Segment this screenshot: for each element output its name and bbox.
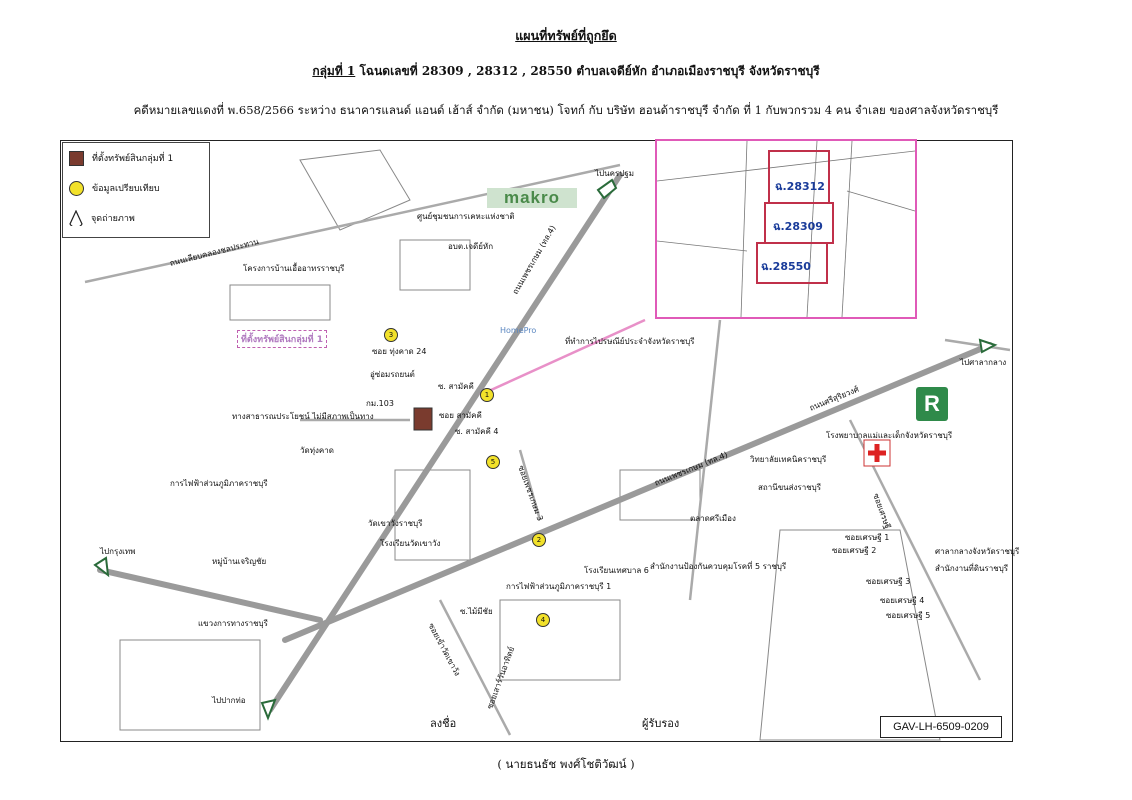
label-land-office: สำนักงานที่ดินราชบุรี — [935, 564, 1009, 573]
arrow-icon — [93, 556, 110, 578]
highway-4-road — [267, 172, 623, 713]
label-electricity-region: การไฟฟ้าส่วนภูมิภาคราชบุรี — [170, 479, 268, 488]
label-to-nakhon-pathom: ไปนครปฐม — [595, 169, 634, 178]
label-to-bangkok: ไปกรุงเทพ — [100, 547, 136, 556]
comparison-circle-icon — [69, 180, 84, 196]
route-line — [479, 318, 646, 397]
label-highway-office: แขวงการทางราชบุรี — [198, 619, 268, 628]
comparison-point-3: 3 — [384, 328, 398, 342]
label-market: ตลาดศรีเมือง — [690, 514, 736, 523]
canal-road — [84, 163, 621, 284]
label-hospital: โรงพยาบาลแม่และเด็กจังหวัดราชบุรี — [826, 431, 953, 440]
label-soi-sethi5: ซอยเศรษฐี 5 — [886, 611, 931, 620]
makro-logo: makro — [487, 188, 577, 208]
arrow-icon — [260, 698, 277, 721]
parcel-28312 — [768, 150, 830, 204]
label-soi-sethi3: ซอยเศรษฐี 3 — [866, 577, 911, 586]
deed-28309-label: ฉ.28309 — [773, 220, 823, 233]
label-soi-sethi1: ซอยเศรษฐี 1 — [845, 533, 890, 542]
label-college: วิทยาลัยเทคนิคราชบุรี — [750, 455, 827, 464]
label-electricity-prov: การไฟฟ้าส่วนภูมิภาคราชบุรี 1 — [506, 582, 612, 591]
legend-item-comparison: ข้อมูลเปรียบเทียบ — [69, 179, 160, 197]
legend-label: ข้อมูลเปรียบเทียบ — [92, 184, 160, 194]
label-wat-thungkhwat: วัดทุ่งคาด — [300, 446, 334, 455]
label-disease-office: สำนักงานป้องกันควบคุมโรคที่ 5 ราชบุรี — [650, 562, 787, 571]
inset-parcel-map: ฉ.28312 ฉ.28309 ฉ.28550 — [655, 139, 917, 319]
label-obt: อบต.เจดีย์หัก — [448, 242, 494, 251]
comparison-point-2: 2 — [532, 533, 546, 547]
label-soi-samakkhi4: ซ. สามัคคี 4 — [455, 427, 499, 436]
reference-code: GAV-LH-6509-0209 — [880, 716, 1002, 738]
to-city-road — [944, 338, 1011, 352]
label-to-city-hall: ไปศาลากลาง — [960, 358, 1007, 367]
parcel-28550 — [756, 242, 828, 284]
deed-28550-label: ฉ.28550 — [761, 260, 811, 273]
soi-khao-road — [438, 599, 512, 736]
comparison-point-5: 5 — [486, 455, 500, 469]
road-bangkok — [97, 567, 323, 623]
site-marker — [413, 407, 433, 431]
deed-description: โฉนดเลขที่ 28309 , 28312 , 28550 ตำบลเจด… — [359, 64, 820, 78]
building-block — [229, 284, 331, 321]
case-line: คดีหมายเลขแดงที่ พ.658/2566 ระหว่าง ธนาค… — [133, 103, 999, 117]
deed-28312-label: ฉ.28312 — [775, 180, 825, 193]
signer-name: ( นายธนธัช พงศ์โชติวัฒน์ ) — [497, 757, 635, 771]
label-soi-samakkhi-entry: ซอย สามัคคี — [439, 411, 482, 420]
label-signed: ลงชื่อ — [430, 717, 457, 730]
label-soi-samakkhi: ซ. สามัคคี — [438, 382, 474, 391]
legend-label: ที่ตั้งทรัพย์สินกลุ่มที่ 1 — [92, 154, 174, 164]
building-block — [759, 529, 941, 741]
map-title: แผนที่ทรัพย์ที่ถูกยึด — [515, 28, 617, 43]
label-sala-klang: ศาลากลางจังหวัดราชบุรี — [935, 547, 1020, 556]
label-housing: โครงการบ้านเอื้ออาทรราชบุรี — [243, 264, 345, 273]
label-community: ศูนย์ชุมชนการเคหะแห่งชาติ — [417, 212, 515, 221]
label-soi-maimichai: ซ.ไม้มีชัย — [460, 607, 493, 616]
legend-item-site: ที่ตั้งทรัพย์สินกลุ่มที่ 1 — [69, 149, 173, 167]
arrow-icon — [596, 178, 618, 200]
legend-label: จุดถ่ายภาพ — [91, 214, 135, 224]
site-label: ที่ตั้งทรัพย์สินกลุ่มที่ 1 — [237, 330, 328, 348]
hwy-lower-road — [282, 342, 993, 643]
arrow-icon — [978, 338, 998, 354]
camera-point-icon — [69, 210, 83, 226]
label-wat-khaowang: วัดเขาวังราชบุรี — [368, 519, 423, 528]
building-block — [499, 599, 621, 681]
label-certifier: ผู้รับรอง — [642, 717, 680, 730]
map-subtitle: กลุ่มที่ 1 โฉนดเลขที่ 28309 , 28312 , 28… — [0, 62, 1132, 81]
label-post-office: ที่ทำการไปรษณีย์ประจำจังหวัดราชบุรี — [565, 337, 695, 346]
comparison-point-1: 1 — [480, 388, 494, 402]
label-to-pak-tho: ไปปากท่อ — [212, 696, 246, 705]
map-legend: ที่ตั้งทรัพย์สินกลุ่มที่ 1 ข้อมูลเปรียบเ… — [62, 142, 210, 238]
label-soi-thungkhwat: ซอย ทุ่งคาด 24 — [372, 347, 427, 356]
ratchaburi-road — [688, 319, 722, 601]
r-logo: R — [916, 387, 948, 421]
label-soi-sethi2: ซอยเศรษฐี 2 — [832, 546, 877, 555]
label-homepro: HomePro — [500, 326, 537, 335]
label-bus-station: สถานีขนส่งราชบุรี — [758, 483, 822, 492]
label-soi-sethi4: ซอยเศรษฐี 4 — [880, 596, 925, 605]
building-block — [119, 639, 261, 731]
comparison-point-4: 4 — [536, 613, 550, 627]
label-km103: กม.103 — [366, 399, 394, 408]
label-utility-way: ทางสาธารณประโยชน์ ไม่มีสภาพเป็นทาง — [232, 412, 374, 421]
soi-phetkasem3-road — [518, 449, 542, 521]
label-garage: อู่ซ่อมรถยนต์ — [370, 370, 415, 379]
label-school-khaowang: โรงเรียนวัดเขาวัง — [380, 539, 441, 548]
inset-plot — [656, 140, 916, 318]
site-square-icon — [69, 150, 84, 166]
building-block — [399, 239, 471, 291]
building-block — [619, 469, 701, 521]
building-block — [299, 149, 411, 231]
legend-item-photo: จุดถ่ายภาพ — [69, 209, 135, 227]
label-village: หมู่บ้านเจริญชัย — [212, 557, 267, 566]
group-label: กลุ่มที่ 1 — [312, 64, 356, 78]
hospital-cross-icon — [868, 444, 886, 462]
label-school6: โรงเรียนเทศบาล 6 — [584, 566, 649, 575]
